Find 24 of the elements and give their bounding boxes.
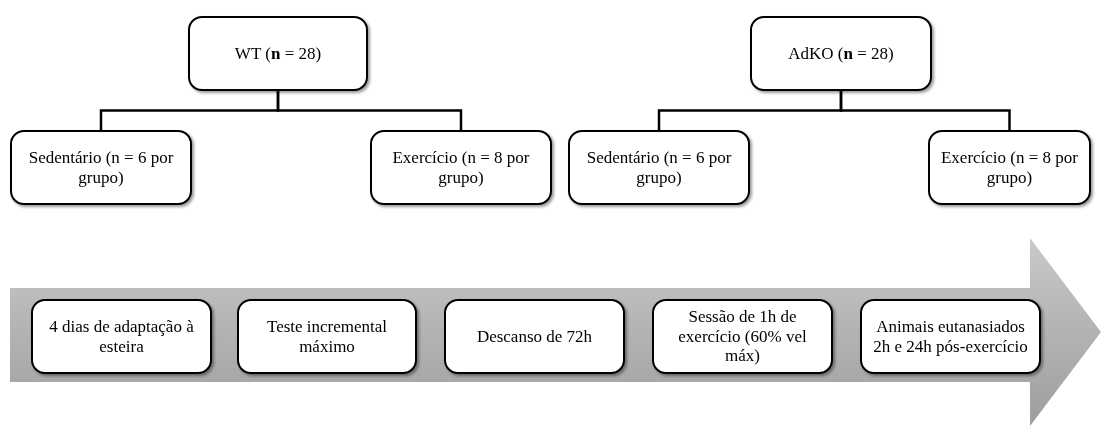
box-text: Animais eutanasiados 2h e 24h pós-exercício xyxy=(872,316,1029,357)
rounded-box xyxy=(860,299,1041,374)
box-text: WT (n = 28) xyxy=(234,43,322,64)
rounded-box xyxy=(370,130,552,205)
box-text: Descanso de 72h xyxy=(476,326,593,347)
box-text: Exercício (n = 8 por grupo) xyxy=(939,147,1079,188)
connector-line xyxy=(839,91,1011,130)
rounded-box xyxy=(188,16,368,91)
box-text: Sedentário (n = 6 por grupo) xyxy=(27,147,175,188)
rounded-box xyxy=(750,16,932,91)
rounded-box xyxy=(10,130,192,205)
rounded-box xyxy=(568,130,750,205)
rounded-box xyxy=(237,299,417,374)
box-text: AdKO (n = 28) xyxy=(788,43,894,64)
box-text: 4 dias de adaptação à esteira xyxy=(48,316,195,357)
box-text: Sessão de 1h de exercício (60% vel máx) xyxy=(677,307,808,366)
rounded-box xyxy=(652,299,833,374)
box-text: Exercício (n = 8 por grupo) xyxy=(391,147,531,188)
rounded-box xyxy=(444,299,625,374)
box-text: Sedentário (n = 6 por grupo) xyxy=(585,147,733,188)
box-text: Teste incremental máximo xyxy=(265,316,389,357)
rounded-box xyxy=(928,130,1091,205)
rounded-box xyxy=(31,299,212,374)
connector-line xyxy=(276,91,463,130)
